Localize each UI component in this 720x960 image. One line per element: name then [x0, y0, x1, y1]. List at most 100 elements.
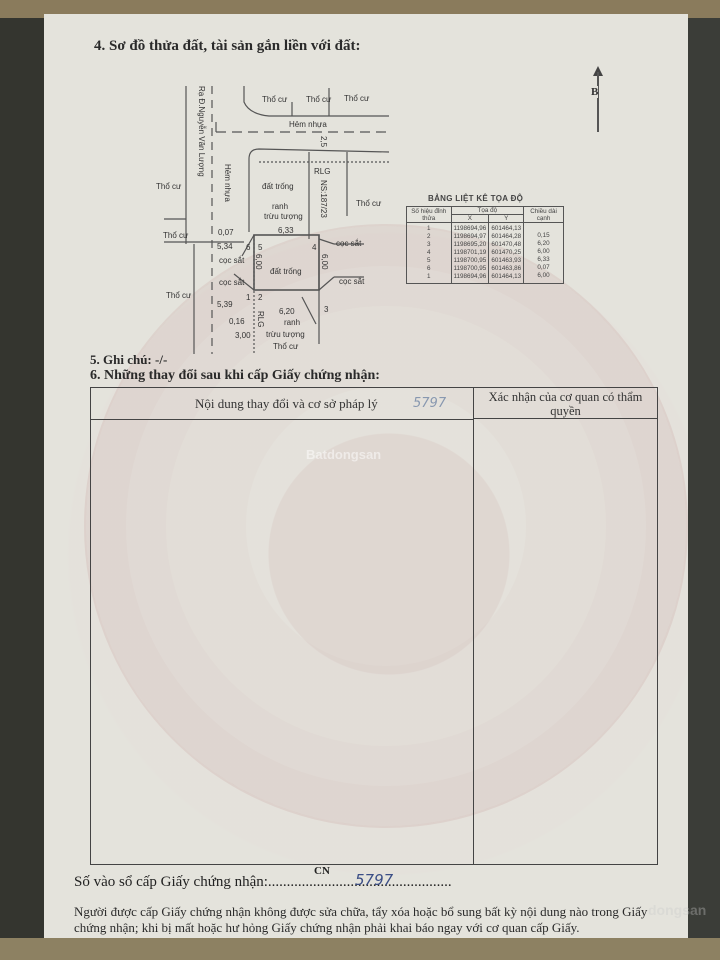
point-6: 6 — [246, 243, 251, 252]
land-plot-diagram: Thổ cư Thổ cư Thổ cư Hẻm nhựa Thổ cư Thổ… — [156, 86, 390, 354]
label-tho-cu-left2: Thổ cư — [163, 231, 189, 240]
label-coc-sat-3: cọc sắt — [339, 277, 365, 286]
row-y: 601464,28 — [491, 233, 522, 240]
row-length: 6,20 — [537, 240, 550, 247]
dim-0-16: 0,16 — [229, 317, 245, 326]
point-1: 1 — [246, 293, 251, 302]
label-tho-cu-left: Thổ cư — [156, 182, 182, 191]
row-x: 1198695,20 — [453, 241, 487, 248]
row-y: 601470,25 — [491, 249, 522, 256]
row-pt: 1 — [426, 273, 431, 280]
col-confirm-label: Xác nhận của cơ quan có thẩm quyền — [474, 388, 657, 419]
changes-confirm-column: Xác nhận của cơ quan có thẩm quyền — [474, 388, 657, 864]
label-coc-sat-6: cọc sắt — [219, 256, 245, 265]
point-5: 5 — [258, 243, 263, 252]
section-5-note: 5. Ghi chú: -/- — [90, 352, 168, 367]
label-ranh-top: ranh — [272, 202, 288, 211]
background-right — [688, 18, 720, 938]
seal-watermark — [84, 224, 688, 828]
label-rlg-bottom: RLG — [256, 311, 265, 327]
label-alley-left: Hẻm nhựa — [223, 164, 232, 202]
row-length: 6,00 — [537, 248, 550, 255]
label-truu-tuong-bottom: trừu tượng — [266, 330, 305, 339]
dim-6-00-right: 6,00 — [320, 254, 329, 270]
changes-table: Nội dung thay đổi và cơ sở pháp lý 5797 … — [90, 387, 658, 865]
background-top — [0, 0, 720, 18]
row-length: 6,00 — [537, 272, 550, 279]
col-x: X — [450, 214, 490, 223]
cert-registry-label: Số vào sổ cấp Giấy chứng nhận:..........… — [74, 874, 452, 890]
dim-2-5: 2,5 — [319, 136, 328, 148]
row-pt: 4 — [426, 249, 431, 256]
col-vertex: Số hiệu đỉnh thửa — [406, 206, 452, 223]
label-road: Rạ Đ.Nguyễn Văn Lượng — [197, 86, 206, 177]
label-rlg: RLG — [314, 167, 330, 176]
background-left — [0, 18, 44, 938]
row-x: 1198694,96 — [453, 225, 487, 232]
watermark-center: Batdongsan — [306, 447, 382, 462]
coord-table: Số hiệu đỉnh thửa Tọa độ Chiều dài cạnh … — [406, 206, 564, 284]
changes-content-header: Nội dung thay đổi và cơ sở pháp lý 5797 — [91, 388, 473, 420]
point-3: 3 — [324, 305, 329, 314]
certificate-page: 4. Sơ đồ thửa đất, tài sản gắn liền với … — [44, 14, 688, 938]
dim-6-33: 6,33 — [278, 226, 294, 235]
row-length: 0,07 — [537, 264, 550, 271]
row-y: 601463,86 — [491, 265, 522, 272]
col-y: Y — [488, 214, 525, 223]
north-arrow-line — [597, 72, 599, 132]
row-x: 1198701,19 — [453, 249, 487, 256]
label-alley-top: Hẻm nhựa — [289, 120, 327, 129]
background-bottom — [0, 938, 720, 960]
point-4: 4 — [312, 243, 317, 252]
row-y: 601463,93 — [491, 257, 522, 264]
dim-5-39: 5,39 — [217, 300, 233, 309]
label-truu-tuong-top: trừu tượng — [264, 212, 303, 221]
row-pt: 2 — [426, 233, 431, 240]
point-2: 2 — [258, 293, 263, 302]
row-pt: 3 — [426, 241, 431, 248]
col-coord: Tọa độ — [450, 206, 525, 215]
row-y: 601464,13 — [491, 273, 522, 280]
cert-cn-prefix: CN — [314, 865, 330, 877]
changes-content-column: Nội dung thay đổi và cơ sở pháp lý 5797 — [91, 388, 474, 864]
row-y: 601464,13 — [491, 225, 522, 232]
north-arrow-icon — [593, 66, 603, 76]
row-x: 1198700,95 — [453, 265, 487, 272]
label-dat-trong-top: đất trống — [262, 182, 294, 191]
label-coc-sat-4: cọc sắt — [336, 239, 362, 248]
dim-6-00-left: 6,00 — [254, 254, 263, 270]
watermark-corner: dongsan — [648, 902, 707, 918]
label-ranh-bottom: ranh — [284, 318, 300, 327]
warning-notice: Người được cấp Giấy chứng nhận không đượ… — [74, 904, 648, 935]
label-tho-cu-1: Thổ cư — [262, 95, 288, 104]
dim-3-00: 3,00 — [235, 331, 251, 340]
section-4-title: 4. Sơ đồ thửa đất, tài sản gắn liền với … — [94, 38, 361, 54]
label-tho-cu-bottom: Thổ cư — [273, 342, 299, 351]
row-x: 1198694,97 — [453, 233, 487, 240]
label-tho-cu-2: Thổ cư — [306, 95, 332, 104]
label-ns: NS:187/23 — [319, 180, 328, 218]
north-label: B — [591, 86, 599, 98]
row-length: 6,33 — [537, 256, 550, 263]
label-tho-cu-left3: Thổ cư — [166, 291, 192, 300]
dim-5-34: 5,34 — [217, 242, 233, 251]
section-6-title: 6. Những thay đổi sau khi cấp Giấy chứng… — [90, 368, 380, 383]
col-length: Chiều dài cạnh — [523, 206, 564, 223]
label-tho-cu-3: Thổ cư — [344, 94, 370, 103]
label-dat-trong: đất trống — [270, 267, 302, 276]
coord-table-body: 1 2 3 4 5 6 1 1198694,96 1198694,97 1198… — [406, 222, 564, 284]
label-coc-sat-1: cọc sắt — [219, 278, 245, 287]
handwritten-number: 5797 — [413, 396, 447, 411]
dim-6-20: 6,20 — [279, 307, 295, 316]
row-pt: 1 — [426, 225, 431, 232]
row-pt: 5 — [426, 257, 431, 264]
row-length: 0,15 — [537, 232, 550, 239]
row-x: 1198700,95 — [453, 257, 487, 264]
row-pt: 6 — [426, 265, 431, 272]
cert-registry-number: 5797 — [355, 871, 394, 889]
dim-0-07: 0,07 — [218, 228, 234, 237]
col-content-label: Nội dung thay đổi và cơ sở pháp lý — [195, 396, 378, 411]
row-y: 601470,48 — [491, 241, 522, 248]
row-x: 1198694,96 — [453, 273, 487, 280]
label-tho-cu-right: Thổ cư — [356, 199, 382, 208]
